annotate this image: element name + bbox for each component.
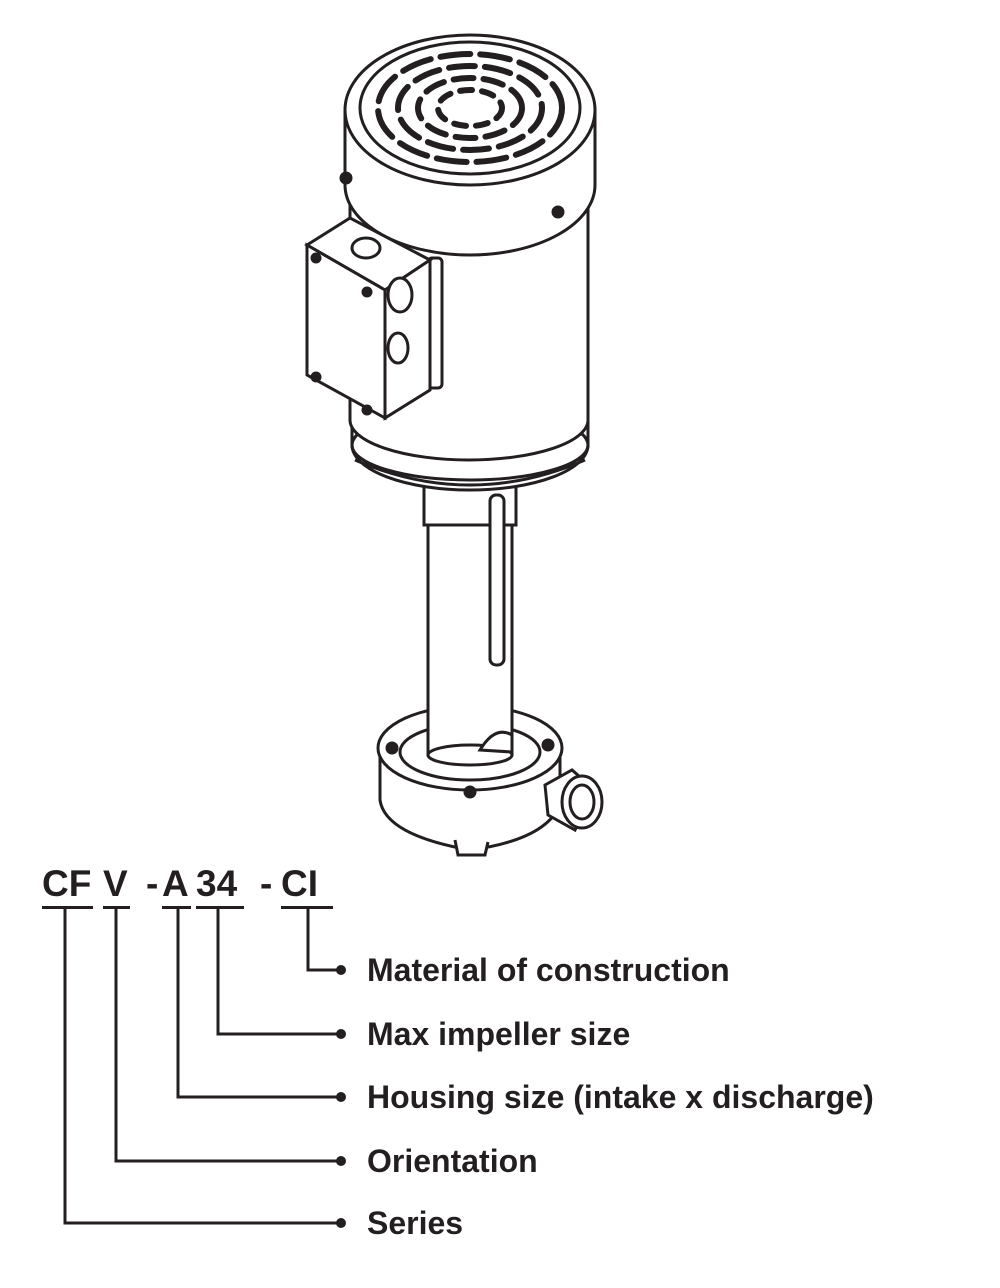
leader-material [306, 909, 340, 972]
leader-impeller [216, 909, 340, 1036]
legend-orientation: Orientation [367, 1143, 538, 1179]
fan-cover [339, 33, 597, 257]
code-series: CF [42, 862, 93, 909]
code-orientation: V [103, 862, 130, 909]
leader-orientation [114, 909, 340, 1163]
pump-column [422, 483, 518, 767]
legend-housing: Housing size (intake x discharge) [367, 1079, 874, 1115]
fan-grille-icon [375, 51, 565, 165]
code-impeller: 34 [196, 862, 244, 909]
bullet-icon [336, 1218, 346, 1228]
legend-material: Material of construction [367, 952, 730, 988]
vertical-pump-illustration [304, 33, 604, 857]
code-dash: - [146, 863, 159, 904]
leader-series [63, 909, 340, 1225]
legend-series: Series [367, 1205, 464, 1241]
bullet-icon [336, 1092, 346, 1102]
leader-housing [176, 909, 340, 1099]
code-housing: A [162, 862, 191, 909]
legend-impeller: Max impeller size [367, 1016, 631, 1052]
bullet-icon [336, 1029, 346, 1039]
discharge-nozzle [543, 768, 604, 833]
code-material: CI [281, 862, 333, 909]
bullet-icon [336, 965, 346, 975]
code-dash: - [260, 863, 273, 904]
bullet-icon [336, 1156, 346, 1166]
junction-box [304, 216, 444, 421]
